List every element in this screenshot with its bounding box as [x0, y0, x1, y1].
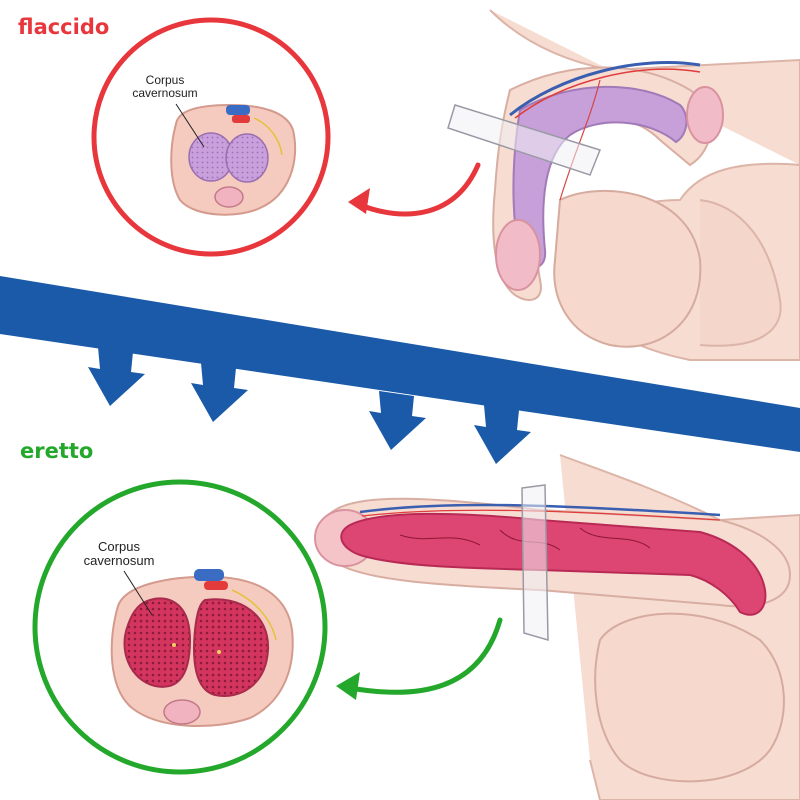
flaccid-side-view	[447, 9, 800, 361]
erect-side-view	[314, 454, 800, 800]
erect-state-label: eretto	[20, 439, 94, 463]
flaccid-state-label: flaccido	[18, 15, 110, 39]
curved-arrow-left-icon	[347, 617, 503, 695]
down-arrow-icon	[369, 391, 426, 450]
down-arrow-icon	[474, 405, 531, 464]
curved-arrow-left-icon	[357, 162, 481, 217]
transition-arrows	[88, 347, 531, 464]
transition-band	[0, 276, 800, 452]
curved-arrow-left-icon-head	[348, 188, 370, 214]
down-arrow-icon	[191, 363, 248, 422]
flaccid-cross-section	[91, 17, 331, 257]
down-arrow-icon	[88, 347, 145, 406]
erect-corpus-cavernosum-label: Corpus cavernosum	[83, 539, 155, 568]
flaccid-corpus-cavernosum-label: Corpus cavernosum	[132, 73, 198, 100]
curved-arrow-left-icon-head	[336, 672, 360, 700]
erect-cross-section	[32, 479, 328, 775]
